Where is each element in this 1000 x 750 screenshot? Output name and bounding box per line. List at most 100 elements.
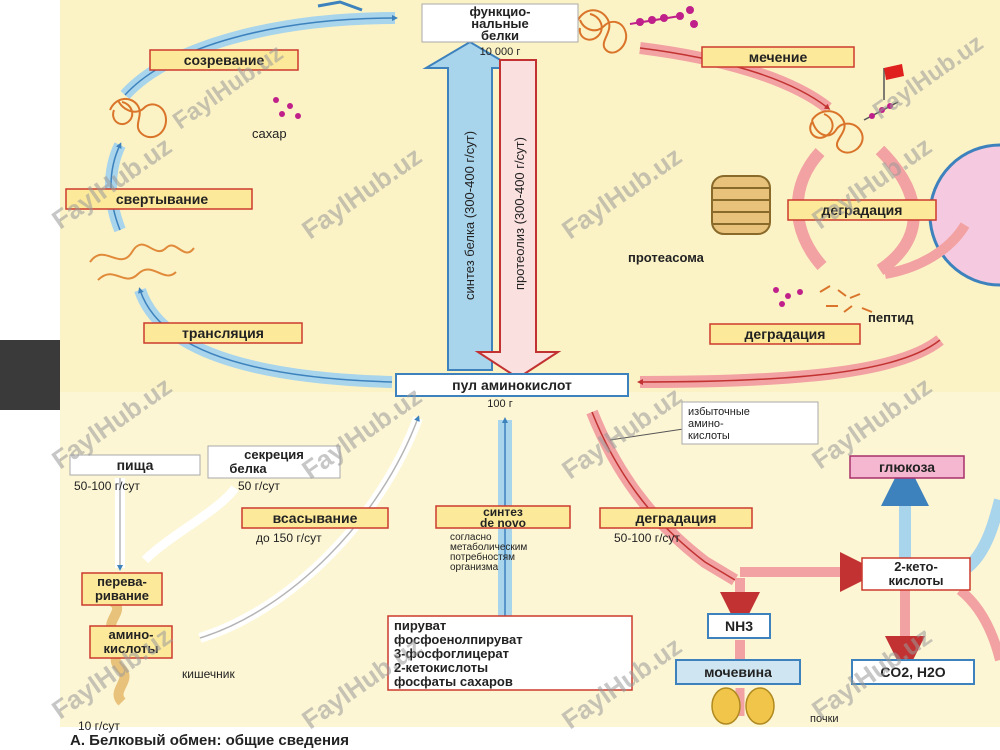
excretion-amount: 10 г/сут — [78, 719, 120, 733]
amino-acids-box: амино- кислоты — [89, 625, 173, 659]
de-novo-note-2: метаболическим — [450, 541, 527, 553]
functional-proteins-line-2: нальные — [471, 16, 529, 31]
degradation-box-2: деградация — [709, 323, 861, 345]
amino-acids-line-2: кислоты — [104, 641, 159, 656]
excess-line-1: избыточные — [688, 406, 750, 418]
kidney-illustration — [711, 687, 775, 725]
synthesis-arrow — [422, 40, 518, 371]
folding-box: свертывание — [65, 188, 253, 210]
degradation-box-3: деградация — [599, 507, 753, 529]
precursor-1: пируват — [394, 618, 446, 633]
functional-proteins-box: функцио- нальные белки — [421, 3, 579, 43]
excess-callout-line — [609, 427, 691, 441]
co2-h2o-box: CO2, H2O — [851, 659, 975, 685]
peptide-label: пептид — [868, 310, 914, 325]
arrow-absorption-edge — [199, 415, 420, 639]
nh3-label: NH3 — [725, 618, 753, 634]
de-novo-box: синтез de novo — [435, 505, 571, 530]
co2-h2o-label: CO2, H2O — [880, 664, 945, 680]
excess-amino-acids-box: избыточные амино- кислоты — [681, 401, 819, 445]
maturation-label: созревание — [184, 52, 265, 68]
folding-label: свертывание — [116, 191, 208, 207]
precursor-5: фосфаты сахаров — [394, 674, 513, 689]
arrow-labeling-edge — [639, 47, 831, 110]
keto-acids-box: 2-кето- кислоты — [861, 557, 971, 591]
amino-acids-line-1: амино- — [109, 627, 154, 642]
food-box: пища — [69, 454, 201, 476]
functional-proteins-line-3: белки — [481, 28, 519, 43]
kidneys-label: почки — [810, 713, 839, 725]
precursor-3: 3-фосфоглицерат — [394, 646, 509, 661]
proteolysis-label: протеолиз (300-400 г/сут) — [512, 137, 527, 290]
dark-side-band — [0, 340, 62, 410]
urea-label: мочевина — [704, 664, 772, 680]
arrow-peptide-to-pool-edge — [637, 339, 941, 385]
synthesis-label: синтез белка (300-400 г/сут) — [462, 131, 477, 300]
absorption-label: всасывание — [273, 510, 358, 526]
arrow-maturation-edge — [124, 15, 398, 96]
amino-acid-pool-box: пул аминокислот — [395, 373, 629, 397]
food-label: пища — [117, 457, 154, 473]
secretion-amount: 50 г/сут — [238, 479, 280, 493]
arrow-folding-up-edge — [110, 142, 122, 231]
degradation-box-1: деградация — [787, 199, 937, 221]
figure-caption: А. Белковый обмен: общие сведения — [70, 732, 349, 749]
precursor-4: 2-кетокислоты — [394, 660, 488, 675]
degradation-label-3: деградация — [636, 510, 717, 526]
proteasome-illustration — [711, 175, 771, 235]
amino-acid-pool-amount: 100 г — [487, 398, 512, 410]
arrow-degradation-down-edge — [591, 411, 736, 581]
food-amount: 50-100 г/сут — [74, 479, 140, 493]
labeled-protein-illustration — [809, 64, 904, 154]
arrow-secretion-down — [141, 485, 239, 564]
nh3-box: NH3 — [707, 613, 771, 639]
arrow-pool-to-translation-edge — [138, 287, 393, 383]
glucose-label: глюкоза — [879, 459, 935, 475]
absorption-amount: до 150 г/сут — [256, 531, 322, 545]
secretion-line-1: секреция — [244, 447, 304, 462]
de-novo-note-1: согласно — [450, 532, 492, 543]
proteolysis-arrow — [474, 59, 562, 380]
caption-strip — [60, 727, 1000, 750]
excess-line-3: кислоты — [688, 430, 730, 442]
functional-proteins-line-1: функцио- — [469, 4, 530, 19]
maturation-box: созревание — [149, 49, 299, 71]
translation-label: трансляция — [182, 325, 264, 341]
degradation-label-2: деградация — [745, 326, 826, 342]
matured-protein-illustration — [109, 97, 301, 139]
unfolded-chain-illustration — [89, 243, 195, 281]
translation-box: трансляция — [143, 322, 303, 344]
sugar-label: сахар — [252, 126, 287, 141]
degradation-label-1: деградация — [822, 202, 903, 218]
glucose-box: глюкоза — [849, 455, 965, 479]
peptide-fragments-illustration — [773, 285, 873, 313]
urea-box: мочевина — [675, 659, 801, 685]
digestion-line-2: ривание — [95, 588, 149, 603]
digestion-box: перева- ривание — [81, 572, 163, 606]
degradation-amount: 50-100 г/сут — [614, 531, 680, 545]
secretion-box: секреция белка — [207, 445, 341, 479]
arrow-from-right-circle — [884, 222, 970, 279]
absorption-box: всасывание — [241, 507, 389, 529]
functional-proteins-amount: 10 000 г — [480, 46, 521, 58]
arrow-keto-right-down — [956, 586, 1000, 662]
secretion-line-2: белка — [229, 461, 267, 476]
precursor-2: фосфоенолпируват — [394, 632, 523, 647]
intestine-label: кишечник — [182, 667, 235, 681]
precursors-box: пируват фосфоенолпируват 3-фосфоглицерат… — [387, 615, 633, 691]
keto-line-1: 2-кето- — [894, 559, 938, 574]
de-novo-note-4: организма — [450, 562, 499, 573]
labeling-box: мечение — [701, 46, 855, 68]
de-novo-note-3: потребностям — [450, 551, 515, 563]
functional-protein-illustration — [577, 6, 698, 54]
amino-acid-pool-label: пул аминокислот — [452, 377, 572, 393]
keto-line-2: кислоты — [889, 573, 944, 588]
de-novo-line-2: de novo — [480, 516, 526, 530]
labeling-label: мечение — [749, 49, 808, 65]
digestion-line-1: перева- — [97, 574, 147, 589]
de-novo-line-1: синтез — [483, 505, 523, 519]
excess-line-2: амино- — [688, 418, 724, 430]
arrow-top-left-flick — [317, 0, 363, 12]
